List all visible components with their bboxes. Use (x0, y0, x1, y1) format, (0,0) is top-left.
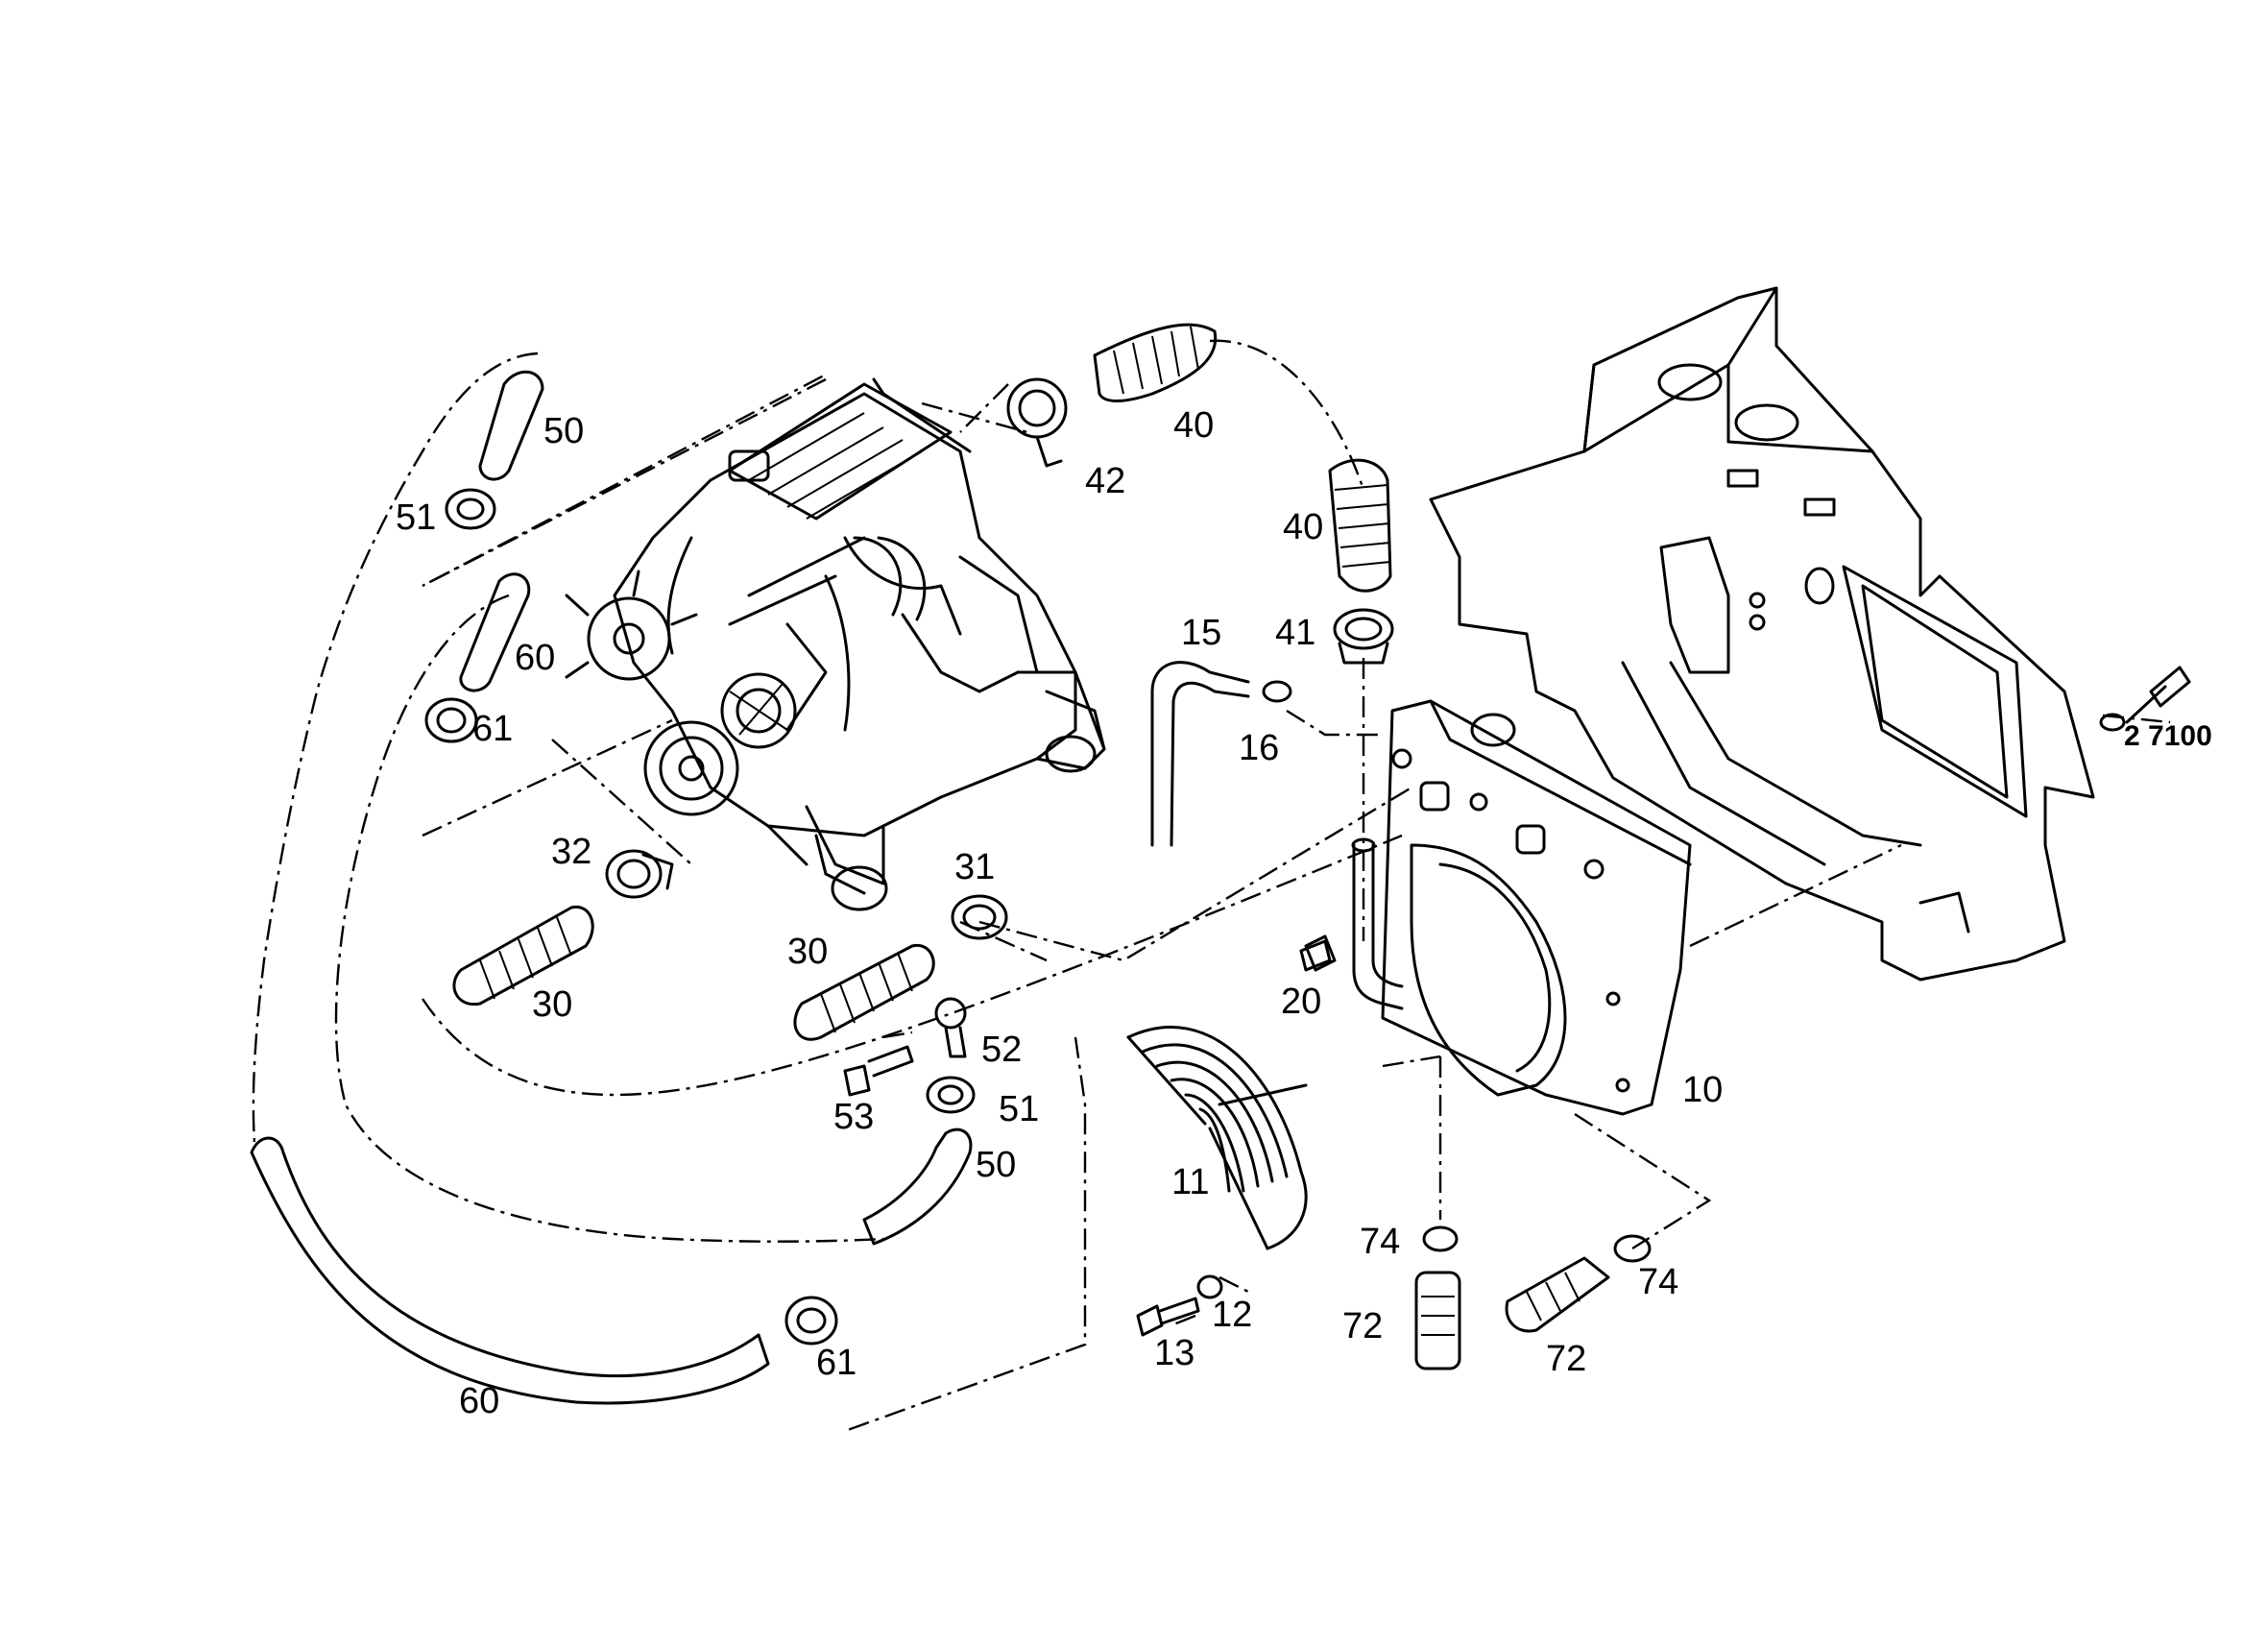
part-label-42: 42 (1085, 461, 1126, 501)
hose-40-upper (1093, 323, 1218, 402)
part-label-31: 31 (954, 847, 996, 887)
hose-50-upper (478, 370, 544, 481)
hose-60-lower (250, 1136, 770, 1405)
hose-30-left (452, 905, 594, 1006)
hose-15 (1150, 661, 1250, 847)
part-label-74-right: 74 (1638, 1262, 1679, 1302)
bolt-53 (843, 1045, 914, 1097)
part-label-72-right: 72 (1546, 1339, 1587, 1379)
hose-30-right (793, 943, 935, 1041)
part-label-50-lower: 50 (976, 1145, 1017, 1185)
bolt-ref (2099, 666, 2191, 732)
clip-16 (1262, 680, 1292, 703)
sender-20 (1304, 934, 1337, 972)
part-label-16: 16 (1239, 728, 1280, 768)
clamp-61-lower (784, 1296, 838, 1346)
part-label-32: 32 (551, 832, 592, 872)
clamp-61-upper (424, 697, 478, 743)
part-label-72-left: 72 (1342, 1306, 1384, 1346)
fan-guard (1126, 1026, 1308, 1250)
part-label-61-upper: 61 (472, 709, 514, 749)
part-label-60-lower: 60 (459, 1381, 500, 1421)
clamp-51-upper (445, 488, 496, 530)
washer-12 (1196, 1274, 1223, 1299)
machine-housing (1429, 286, 2095, 982)
part-label-ref: 2 7100 (2124, 720, 2212, 752)
part-label-74-left: 74 (1360, 1222, 1401, 1262)
leader-lines (252, 339, 2171, 1433)
part-label-53: 53 (833, 1097, 875, 1137)
part-label-30-left: 30 (532, 984, 573, 1025)
radiator (1381, 699, 1692, 1116)
part-label-60-upper: 60 (515, 638, 556, 678)
part-label-41: 41 (1275, 613, 1316, 653)
drain-valve-72-right (1505, 1256, 1610, 1333)
hose-50-lower (862, 1128, 973, 1246)
part-label-51-upper: 51 (396, 497, 437, 538)
part-label-20: 20 (1281, 982, 1322, 1022)
engine (565, 377, 1106, 911)
part-label-40-upper: 40 (1173, 405, 1215, 446)
drain-valve-72-left (1414, 1271, 1461, 1370)
clamp-31 (951, 894, 1008, 940)
washer-74-left (1422, 1225, 1459, 1252)
part-label-40-lower: 40 (1283, 507, 1324, 547)
clamp-42 (1006, 377, 1068, 468)
part-label-10: 10 (1682, 1070, 1724, 1110)
part-label-11: 11 (1171, 1162, 1210, 1202)
washer-74-right (1613, 1234, 1652, 1263)
clamp-32 (605, 849, 674, 899)
part-label-61-lower: 61 (816, 1343, 857, 1383)
screw-13 (1136, 1297, 1200, 1337)
clamp-51-lower (926, 1076, 976, 1114)
part-label-50-upper: 50 (543, 411, 585, 451)
part-label-15: 15 (1181, 613, 1222, 653)
hose-40-lower (1328, 458, 1392, 593)
hose-60-upper (459, 572, 531, 692)
part-label-12: 12 (1212, 1295, 1253, 1335)
overflow-tube (1299, 837, 1404, 1010)
part-label-51-lower: 51 (999, 1089, 1040, 1129)
part-label-52: 52 (981, 1030, 1023, 1070)
clamp-41 (1333, 608, 1394, 665)
banjo-52 (934, 997, 967, 1058)
part-label-13: 13 (1154, 1333, 1195, 1373)
part-label-30-right: 30 (787, 932, 829, 972)
